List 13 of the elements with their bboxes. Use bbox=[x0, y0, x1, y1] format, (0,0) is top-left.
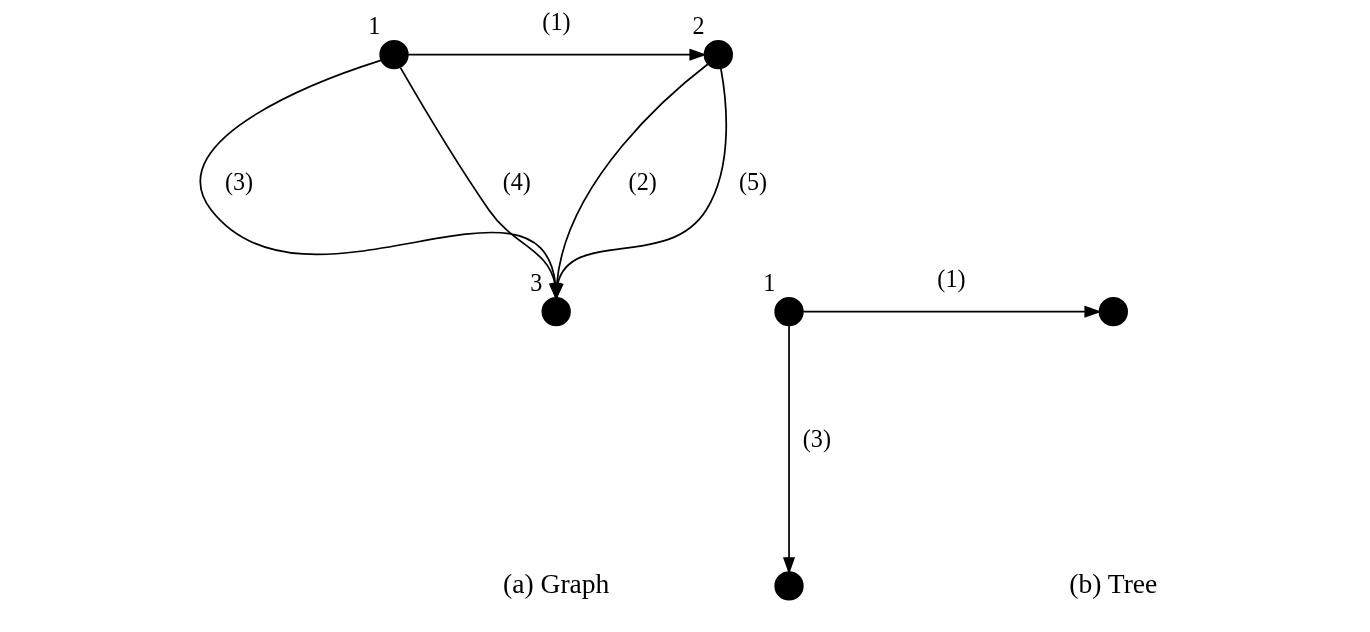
edge-label: (5) bbox=[738, 168, 767, 196]
edge-label: (3) bbox=[224, 168, 253, 196]
edge-label: (4) bbox=[502, 168, 531, 196]
node-label: 1 bbox=[762, 269, 775, 297]
edge-label: (1) bbox=[936, 265, 966, 293]
edge-label: (1) bbox=[541, 8, 571, 36]
edge-label: (3) bbox=[802, 425, 831, 453]
node-label: 2 bbox=[691, 12, 705, 40]
edge-label: (2) bbox=[628, 168, 657, 196]
label: (a) Graph bbox=[502, 567, 609, 599]
label: (b) Tree bbox=[1068, 567, 1157, 599]
node-label: 1 bbox=[367, 12, 380, 40]
node-label: 3 bbox=[529, 269, 542, 297]
